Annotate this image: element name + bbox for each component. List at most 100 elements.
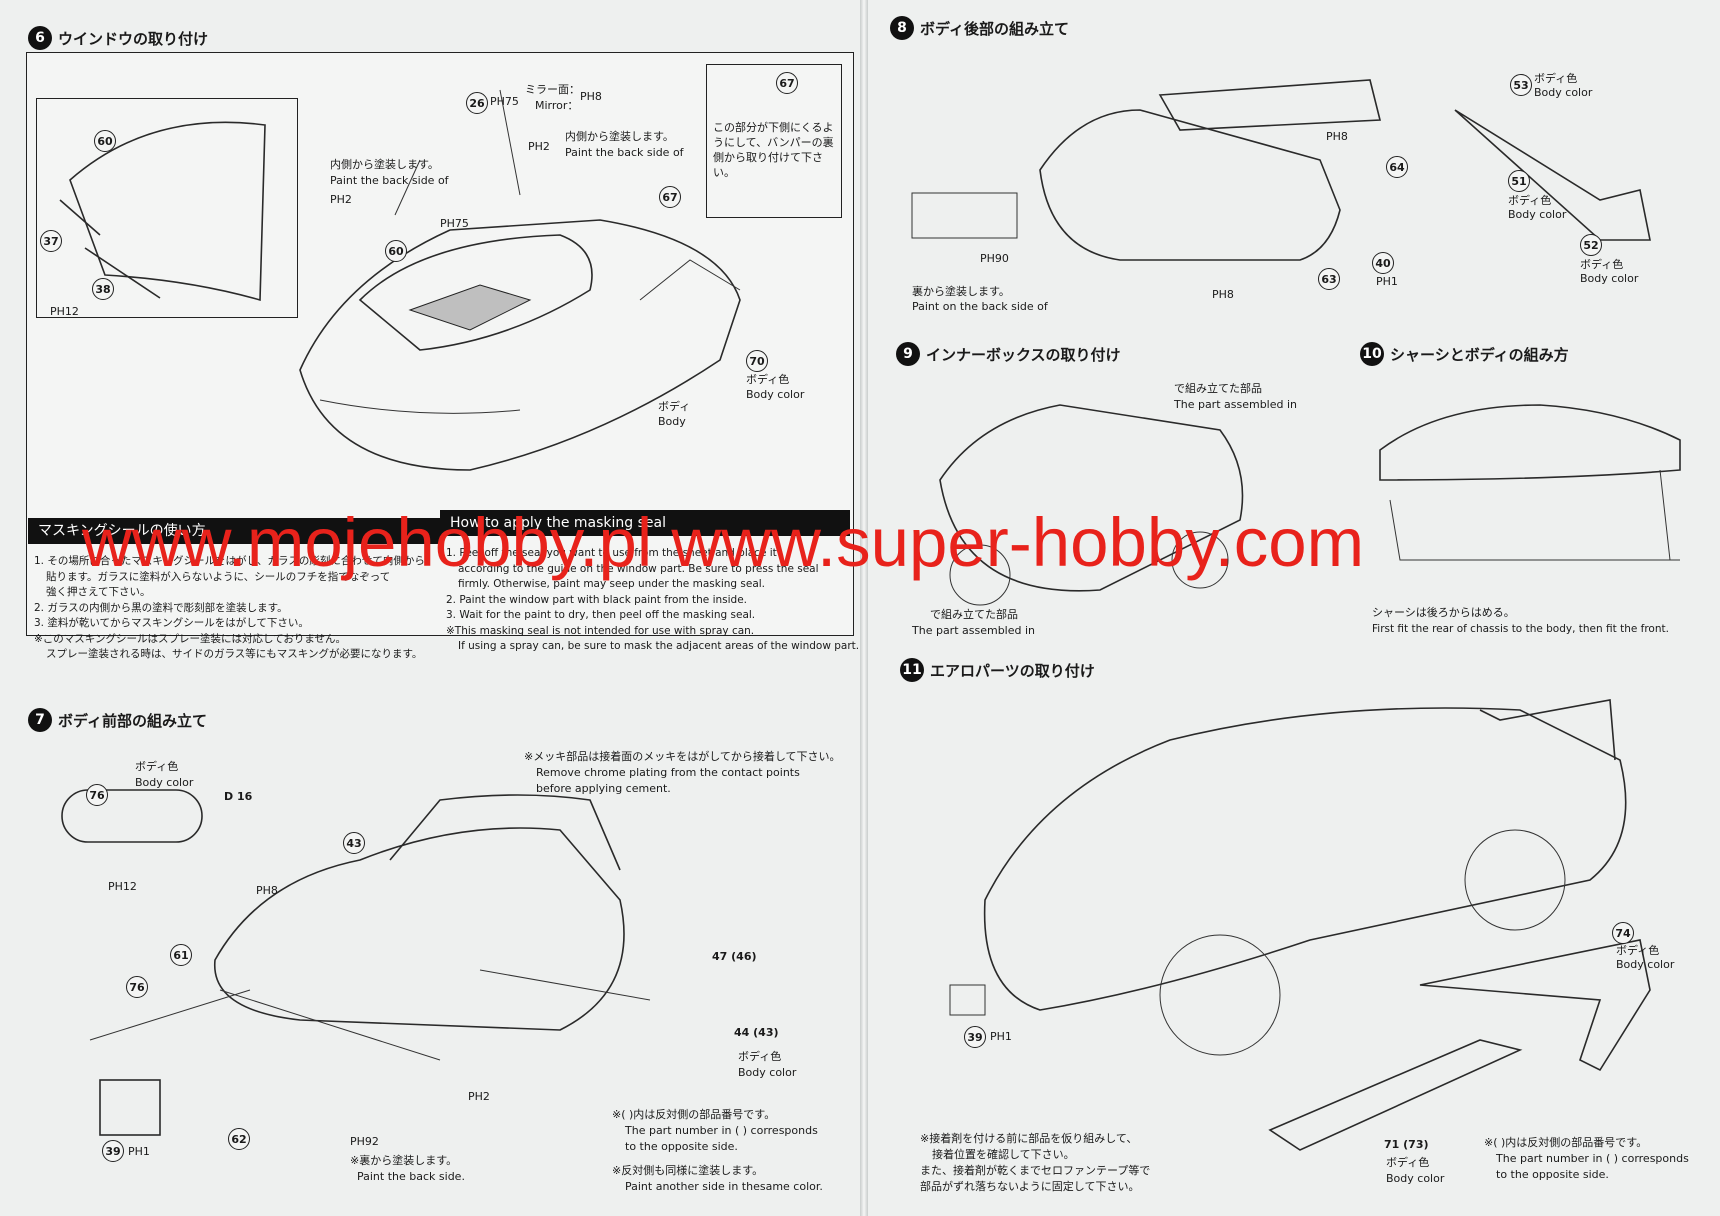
part-number: 62 (228, 1128, 250, 1150)
part-number: 67 (659, 186, 681, 208)
opposite-note-jp: ※( )内は反対側の部品番号です。 (612, 1108, 776, 1121)
note-callout (706, 64, 842, 218)
paint-code: PH75 (440, 217, 469, 230)
decal-code: D 16 (224, 790, 253, 803)
body-color-en: Body color (1580, 272, 1639, 285)
chassis-instruction-jp: シャーシは後ろからはめる。 (1372, 606, 1515, 619)
paint-code: PH90 (980, 252, 1009, 265)
paint-code: PH8 (1212, 288, 1234, 301)
part-number: 70 (746, 350, 768, 372)
step-number: 11 (900, 658, 924, 682)
part-number: 53 (1510, 74, 1532, 96)
body-color-jp: ボディ色 (1580, 258, 1624, 271)
assembled-in-jp: で組み立てた部品 (1174, 382, 1262, 395)
step-6-header: 6 ウインドウの取り付け (28, 26, 208, 50)
mirror-label-en: Mirror： (535, 99, 579, 112)
part-number: 44 (43) (734, 1026, 779, 1039)
paint-instruction-en: Paint the back side of (565, 146, 684, 159)
masking-text-jp: 1. その場所に合ったマスキングシールをはがし、ガラスの彫刻に合わせて内側から … (34, 555, 425, 660)
paint-code: PH8 (1326, 130, 1348, 143)
paint-code: PH12 (50, 305, 79, 318)
back-paint-jp: ※裏から塗装します。 (350, 1154, 458, 1167)
opposite-note-en: The part number in ( ) corresponds (625, 1124, 818, 1137)
page-spine (860, 0, 868, 1216)
step-number: 10 (1360, 342, 1384, 366)
fit-note-jp: ※接着剤を付ける前に部品を仮り組みして、 (920, 1132, 1138, 1145)
step-number: 9 (896, 342, 920, 366)
body-label-jp: ボディ (658, 400, 691, 413)
body-color-jp: ボディ色 (1534, 72, 1578, 85)
part-number: 61 (170, 944, 192, 966)
chrome-note-jp: ※メッキ部品は接着面のメッキをはがしてから接着して下さい。 (524, 750, 841, 763)
step-9-header: 9 インナーボックスの取り付け (896, 342, 1121, 366)
body-color-en: Body color (1534, 86, 1593, 99)
back-paint-jp: 裏から塗装します。 (912, 285, 1010, 298)
step-title: シャーシとボディの組み方 (1390, 345, 1569, 364)
step-title: ボディ前部の組み立て (58, 711, 207, 730)
chassis-instruction-en: First fit the rear of chassis to the bod… (1372, 623, 1669, 635)
part-number: 60 (94, 130, 116, 152)
step-11-header: 11 エアロパーツの取り付け (900, 658, 1095, 682)
fit-note-jp: 接着位置を確認して下さい。 (932, 1148, 1075, 1161)
part-number: 74 (1612, 922, 1634, 944)
part-number: 76 (126, 976, 148, 998)
step-title: インナーボックスの取り付け (926, 345, 1121, 364)
body-color-en: Body color (738, 1066, 797, 1079)
paint-code: PH12 (108, 880, 137, 893)
watermark: www.mojehobby.pl www.super-hobby.com (82, 504, 1365, 581)
right-page (866, 0, 1720, 1216)
paint-code: PH1 (1376, 275, 1398, 288)
assembled-in-en: The part assembled in (912, 624, 1036, 637)
masking-header-jp: マスキングシールの使い方 (28, 518, 440, 544)
paint-instruction-en: Paint the back side of (330, 174, 449, 187)
part-number: 67 (776, 72, 798, 94)
body-color-en: Body color (1616, 958, 1675, 971)
body-color-en: Body color (135, 776, 194, 789)
part-number: 39 (964, 1026, 986, 1048)
part-number: 26 (466, 92, 488, 114)
fit-note-jp: 部品がずれ落ちないように固定して下さい。 (920, 1180, 1140, 1193)
note-text: この部分が下側にくるようにして、バンパーの裏側から取り付けて下さい。 (713, 121, 834, 179)
mirror-label-jp: ミラー面： (525, 83, 580, 96)
paint-code: PH8 (580, 90, 602, 103)
same-color-en: Paint another side in thesame color. (625, 1180, 823, 1193)
part-number: 47 (46) (712, 950, 757, 963)
back-paint-en: Paint the back side. (357, 1170, 465, 1183)
step-number: 7 (28, 708, 52, 732)
fit-note-jp: また、接着剤が乾くまでセロファンテープ等で (920, 1164, 1151, 1177)
part-number: 64 (1386, 156, 1408, 178)
part-number: 63 (1318, 268, 1340, 290)
step-title: ウインドウの取り付け (58, 29, 209, 48)
opposite-note-en: The part number in ( ) corresponds (1496, 1152, 1689, 1165)
part-number: 52 (1580, 234, 1602, 256)
assembled-in-jp: で組み立てた部品 (930, 608, 1018, 621)
part-number: 76 (86, 784, 108, 806)
part-number: 37 (40, 230, 62, 252)
paint-code: PH75 (490, 95, 519, 108)
step-number: 6 (28, 26, 52, 50)
part-number: 71 (73) (1384, 1138, 1429, 1151)
part-number: 38 (92, 278, 114, 300)
back-paint-en: Paint on the back side of (912, 300, 1048, 313)
body-label-en: Body (658, 415, 686, 428)
masking-header-en: How to apply the masking seal (440, 510, 850, 536)
paint-code: PH2 (330, 193, 352, 206)
body-color-jp: ボディ色 (1508, 194, 1552, 207)
step-10-header: 10 シャーシとボディの組み方 (1360, 342, 1569, 366)
body-color-jp: ボディ色 (746, 373, 790, 386)
paint-instruction-jp: 内側から塗装します。 (330, 158, 439, 171)
opposite-note-en: to the opposite side. (625, 1140, 738, 1153)
chrome-note-en: before applying cement. (536, 782, 671, 795)
paint-instruction-jp: 内側から塗装します。 (565, 130, 674, 143)
step-title: エアロパーツの取り付け (930, 661, 1095, 680)
body-color-jp: ボディ色 (1386, 1156, 1430, 1169)
part-number: 51 (1508, 170, 1530, 192)
paint-code: PH8 (256, 884, 278, 897)
masking-text-en: 1. Peel off the seal you want to use fro… (446, 547, 860, 652)
paint-code: PH92 (350, 1135, 379, 1148)
same-color-jp: ※反対側も同様に塗装します。 (612, 1164, 764, 1177)
paint-code: PH1 (990, 1030, 1012, 1043)
body-color-en: Body color (746, 388, 805, 401)
opposite-note-jp: ※( )内は反対側の部品番号です。 (1484, 1136, 1648, 1149)
step-7-header: 7 ボディ前部の組み立て (28, 708, 207, 732)
